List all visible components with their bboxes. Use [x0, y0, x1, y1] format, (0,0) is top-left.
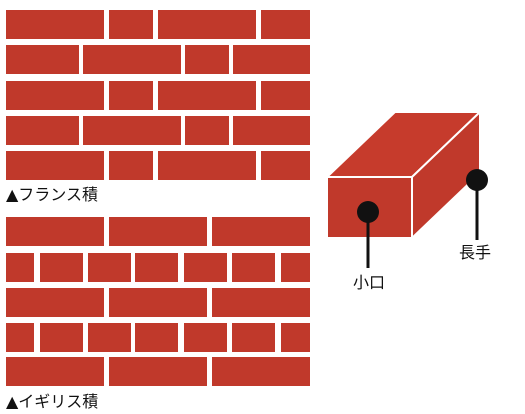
- brick: [185, 116, 229, 145]
- brick: [109, 81, 153, 110]
- brick: [212, 217, 310, 246]
- brick: [158, 81, 256, 110]
- brick: [6, 116, 79, 145]
- brick: [212, 288, 310, 317]
- brick: [261, 81, 310, 110]
- brick: [232, 323, 275, 352]
- brick: [185, 45, 229, 74]
- brick: [261, 151, 310, 180]
- brick: [212, 357, 310, 386]
- brick: [6, 288, 104, 317]
- brick: [232, 253, 275, 282]
- brick: [109, 10, 153, 39]
- brick: [6, 10, 104, 39]
- brick: [233, 45, 310, 74]
- brick: [83, 45, 181, 74]
- brick-3d-illustration: [324, 109, 488, 268]
- brick: [6, 217, 104, 246]
- english-bond-wall: [6, 217, 310, 386]
- brick: [135, 253, 178, 282]
- brick: [109, 217, 207, 246]
- brick: [184, 323, 227, 352]
- brick: [6, 323, 34, 352]
- brick: [281, 323, 310, 352]
- brick: [158, 151, 256, 180]
- brick: [6, 253, 34, 282]
- brick: [135, 323, 178, 352]
- brick: [109, 288, 207, 317]
- brick: [6, 151, 104, 180]
- english-bond-caption: ▲イギリス積: [6, 392, 99, 411]
- brick: [6, 45, 79, 74]
- header-face-label: 小口: [353, 273, 386, 292]
- brick: [158, 10, 256, 39]
- brick: [6, 357, 104, 386]
- brick: [184, 253, 227, 282]
- brick: [88, 253, 131, 282]
- brick: [281, 253, 310, 282]
- brick: [88, 323, 131, 352]
- brick: [40, 323, 83, 352]
- brick: [261, 10, 310, 39]
- brick: [6, 81, 104, 110]
- brick: [109, 151, 153, 180]
- brick: [40, 253, 83, 282]
- french-bond-caption: ▲フランス積: [6, 185, 98, 204]
- brick: [83, 116, 181, 145]
- stretcher-marker: [466, 169, 488, 191]
- stretcher-face-label: 長手: [459, 243, 492, 262]
- brick: [233, 116, 310, 145]
- french-bond-wall: [6, 10, 310, 180]
- brick: [109, 357, 207, 386]
- header-marker: [357, 201, 379, 223]
